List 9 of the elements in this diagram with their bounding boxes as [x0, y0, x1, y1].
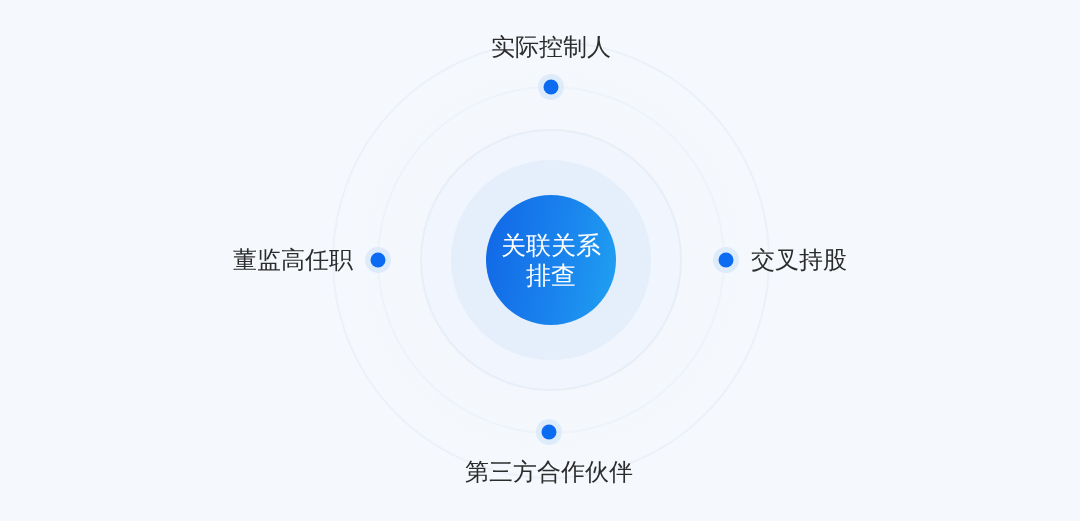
dot-marker-icon	[713, 247, 739, 273]
dot-marker-icon	[365, 247, 391, 273]
dot-marker-icon	[536, 419, 562, 445]
category-label: 第三方合作伙伴	[465, 457, 633, 487]
center-title: 关联关系排查	[500, 230, 602, 290]
category-label: 交叉持股	[751, 245, 847, 275]
category-label: 董监高任职	[233, 245, 353, 275]
category-label: 实际控制人	[491, 32, 611, 62]
dot-marker-icon	[538, 74, 564, 100]
